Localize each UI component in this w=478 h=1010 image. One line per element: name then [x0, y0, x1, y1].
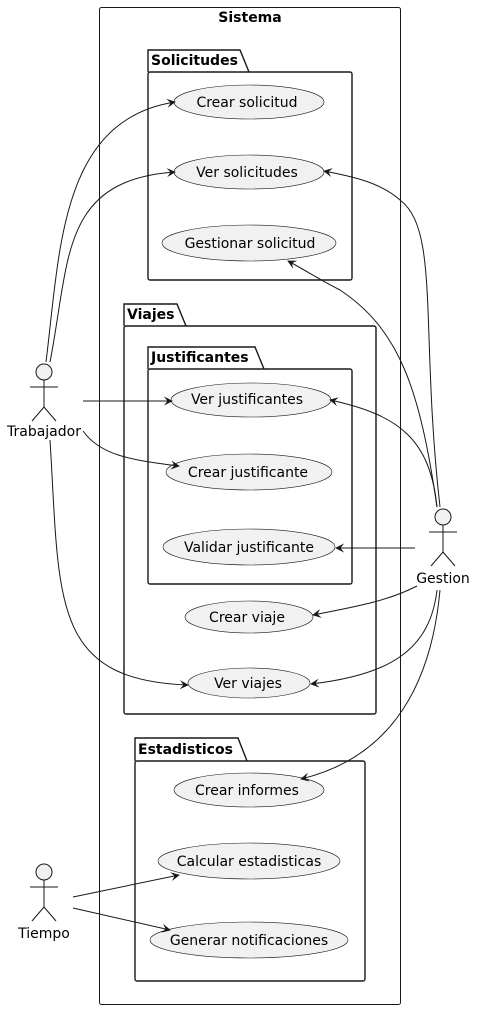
use-case-validar-justificante: Validar justificante: [162, 528, 336, 566]
association-trabajador-ver-solicitudes: [49, 168, 176, 363]
association-gestion-ver-justificantes: [329, 397, 438, 508]
actor-icon: [434, 508, 452, 526]
package-justificantes: Justificantes: [147, 346, 353, 585]
use-case-crear-informes: Crear informes: [173, 772, 325, 808]
actor-tiempo: Tiempo: [17, 863, 70, 942]
use-case-generar-notificaciones: Generar notificaciones: [149, 921, 349, 959]
package-viajes: Viajes: [123, 303, 377, 715]
use-case-ver-solicitudes: Ver solicitudes: [173, 154, 325, 190]
association-gestion-gestionar-solicitud: [287, 260, 438, 508]
use-case-ver-justificantes: Ver justificantes: [170, 382, 332, 418]
use-case-label: Crear informes: [195, 783, 299, 799]
use-case-calcular-estadisticas: Calcular estadisticas: [157, 842, 341, 880]
association-gestion-crear-informes: [300, 589, 441, 782]
association-gestion-crear-viaje: [312, 585, 418, 618]
package-title: Estadisticos: [138, 742, 233, 758]
actor-trabajador: Trabajador: [6, 363, 81, 440]
associations: [45, 98, 441, 933]
use-case-label: Crear solicitud: [196, 95, 297, 111]
system-boundary: Sistema: [99, 7, 401, 1005]
use-case-label: Ver viajes: [214, 676, 282, 692]
use-case-label: Ver solicitudes: [196, 165, 298, 181]
use-case-label: Crear justificante: [188, 465, 308, 481]
association-trabajador-crear-justificante: [82, 430, 180, 470]
use-case-label: Gestionar solicitud: [185, 236, 316, 252]
association-gestion-ver-viajes: [310, 589, 438, 688]
actor-icon: [35, 363, 53, 381]
package-estadisticos: Estadisticos: [134, 737, 366, 982]
actor-label: Trabajador: [6, 424, 81, 440]
use-case-ver-viajes: Ver viajes: [187, 667, 311, 699]
package-title: Justificantes: [150, 350, 249, 366]
association-gestion-ver-solicitudes: [323, 168, 441, 508]
association-trabajador-ver-viajes: [49, 439, 189, 690]
use-case-crear-solicitud: Crear solicitud: [173, 84, 325, 120]
association-trabajador-crear-solicitud: [45, 98, 176, 363]
system-title: Sistema: [218, 10, 281, 26]
use-case-gestionar-solicitud: Gestionar solicitud: [161, 224, 337, 262]
use-case-label: Generar notificaciones: [170, 933, 328, 949]
association-tiempo-calcular-estadisticas: [72, 872, 180, 898]
package-title: Solicitudes: [151, 53, 238, 69]
actor-label: Gestion: [416, 571, 470, 587]
actor-label: Tiempo: [17, 926, 70, 942]
use-case-crear-justificante: Crear justificante: [165, 453, 333, 491]
actor-gestion: Gestion: [416, 508, 470, 587]
use-case-label: Calcular estadisticas: [177, 854, 321, 870]
association-tiempo-generar-notificaciones: [72, 907, 171, 933]
use-case-label: Crear viaje: [209, 610, 285, 626]
use-case-label: Ver justificantes: [191, 392, 303, 408]
package-title: Viajes: [127, 307, 174, 323]
use-case-crear-viaje: Crear viaje: [184, 600, 314, 634]
use-case-label: Validar justificante: [184, 540, 314, 556]
actor-icon: [35, 863, 53, 881]
